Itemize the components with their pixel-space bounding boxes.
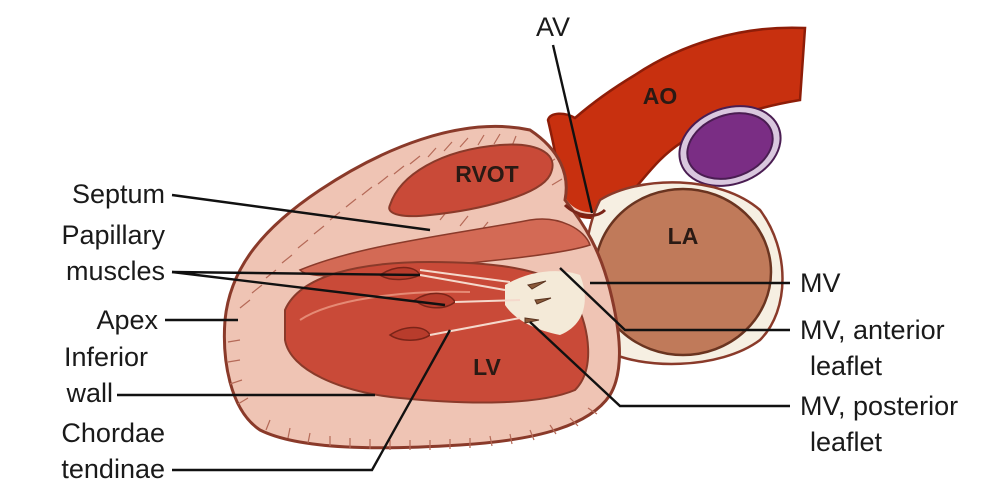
label-av: AV — [536, 12, 570, 42]
label-chordae-2: tendinae — [61, 454, 165, 484]
label-inferior-2: wall — [65, 378, 113, 408]
label-mv-anterior-1: MV, anterior — [800, 315, 945, 345]
label-ao: AO — [643, 83, 678, 109]
label-papillary-2: muscles — [66, 256, 165, 286]
label-septum: Septum — [72, 179, 165, 209]
label-mv-anterior-2: leaflet — [810, 351, 883, 381]
label-inferior-1: Inferior — [64, 342, 148, 372]
label-la: LA — [668, 223, 699, 249]
label-lv: LV — [473, 354, 501, 380]
label-papillary-1: Papillary — [61, 220, 165, 250]
label-chordae-1: Chordae — [61, 418, 165, 448]
label-rvot: RVOT — [455, 161, 518, 187]
label-mv-posterior-2: leaflet — [810, 427, 883, 457]
label-apex: Apex — [96, 305, 158, 335]
label-mv: MV — [800, 268, 841, 298]
label-mv-posterior-1: MV, posterior — [800, 391, 958, 421]
